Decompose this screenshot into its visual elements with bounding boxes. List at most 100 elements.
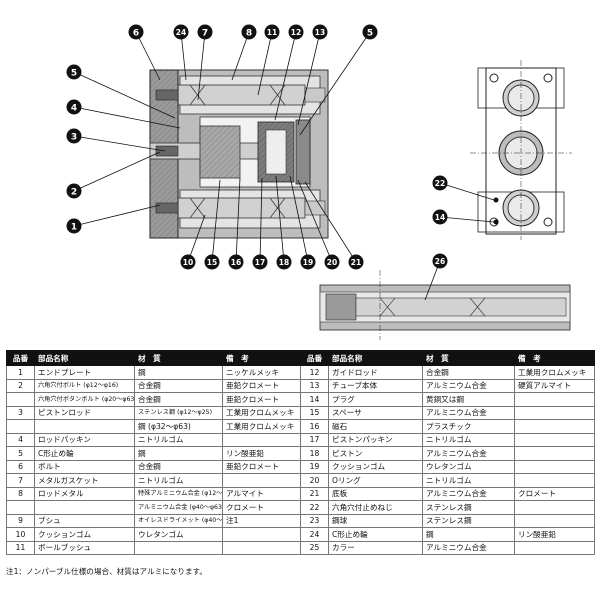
svg-text:17: 17 <box>255 258 265 267</box>
svg-text:20: 20 <box>327 258 337 267</box>
svg-text:16: 16 <box>231 258 241 267</box>
table-cell-no: 11 <box>6 540 35 555</box>
svg-text:24: 24 <box>176 28 186 37</box>
table-cell-no: 18 <box>300 446 329 461</box>
table-cell-remarks <box>222 540 301 555</box>
table-header-row: 品番 部品名称 材 質 備 考 品番 部品名称 材 質 備 考 <box>6 350 595 366</box>
footnote: 注1：ノンパーブル仕様の場合、材質はアルミになります。 <box>6 567 207 576</box>
table-cell-material: ステンレス鋼 (φ12〜φ25) <box>134 405 223 420</box>
table-cell-no: 24 <box>300 527 329 542</box>
table-cell-remarks <box>514 500 595 515</box>
detail-view <box>319 270 571 340</box>
callout-15: 15 <box>204 254 220 270</box>
table-cell-name: ボルト <box>34 459 135 474</box>
table-cell-no: 8 <box>6 486 35 501</box>
bottom-plate <box>295 119 311 185</box>
table-cell-material: ニトリルゴム <box>134 432 223 447</box>
callout-10: 10 <box>180 254 196 270</box>
table-cell-name: ピストンパッキン <box>328 432 423 447</box>
table-cell-material: 鋼 <box>134 446 223 461</box>
svg-text:5: 5 <box>71 69 77 79</box>
table-cell-name: 六角穴付止めねじ <box>328 500 423 515</box>
table-cell-name: 底板 <box>328 486 423 501</box>
table-cell-name: C形止め輪 <box>328 527 423 542</box>
table-cell-remarks <box>514 513 595 528</box>
table-cell-name: ブシュ <box>34 513 135 528</box>
table-cell-material <box>134 540 223 555</box>
table-cell-no: 25 <box>300 540 329 555</box>
table-cell-remarks <box>222 527 301 542</box>
table-cell-remarks: 亜鉛クロメート <box>222 378 301 393</box>
header-remarks: 備 考 <box>222 350 301 366</box>
table-cell-no <box>6 500 35 515</box>
table-cell-no: 16 <box>300 419 329 434</box>
table-cell-material: 黄銅又は鋼 <box>422 392 515 407</box>
svg-text:11: 11 <box>267 28 277 37</box>
table-cell-remarks <box>514 392 595 407</box>
table-cell-material: 特殊アルミニウム合金 (φ12〜φ32) <box>134 486 223 501</box>
table-cell-no: 3 <box>6 405 35 420</box>
callout-17: 17 <box>252 254 268 270</box>
svg-text:1: 1 <box>71 223 77 233</box>
table-cell-remarks: 注1 <box>222 513 301 528</box>
svg-text:4: 4 <box>71 104 77 114</box>
svg-text:3: 3 <box>71 133 77 143</box>
table-cell-remarks <box>514 419 595 434</box>
table-cell-material: アルミニウム合金 (φ40〜φ63) <box>134 500 223 515</box>
table-cell-material: ニトリルゴム <box>134 473 223 488</box>
table-cell-no <box>6 419 35 434</box>
table-cell-remarks: 亜鉛クロメート <box>222 392 301 407</box>
table-cell-material: 合金鋼 <box>422 365 515 380</box>
table-cell-remarks <box>514 473 595 488</box>
table-cell-name: ピストン <box>328 446 423 461</box>
callout-6: 6 <box>128 24 144 40</box>
svg-text:5: 5 <box>367 29 373 39</box>
callout-8: 8 <box>241 24 257 40</box>
callout-14: 14 <box>432 209 448 225</box>
table-cell-name: メタルガスケット <box>34 473 135 488</box>
table-cell-no: 19 <box>300 459 329 474</box>
table-cell-material: プラスチック <box>422 419 515 434</box>
table-cell-name: クッションゴム <box>34 527 135 542</box>
guide-rod-bottom <box>159 197 306 219</box>
table-cell-no: 1 <box>6 365 35 380</box>
table-cell-material: ステンレス鋼 <box>422 500 515 515</box>
svg-text:7: 7 <box>202 29 208 39</box>
table-cell-no: 7 <box>6 473 35 488</box>
table-cell-material: 合金鋼 <box>134 459 223 474</box>
table-cell-no: 23 <box>300 513 329 528</box>
svg-text:21: 21 <box>351 258 361 267</box>
table-cell-no: 2 <box>6 378 35 393</box>
table-cell-material: オイレスドライメット (φ40〜φ63) <box>134 513 223 528</box>
callout-7: 7 <box>197 24 213 40</box>
table-cell-no: 20 <box>300 473 329 488</box>
table-cell-material: アルミニウム合金 <box>422 486 515 501</box>
table-cell-no: 17 <box>300 432 329 447</box>
table-cell-remarks: クロメート <box>222 500 301 515</box>
svg-text:26: 26 <box>435 257 445 266</box>
header-no: 品番 <box>6 350 35 366</box>
svg-text:10: 10 <box>183 258 193 267</box>
header-name: 部品名称 <box>34 350 135 366</box>
table-cell-material: アルミニウム合金 <box>422 446 515 461</box>
table-cell-material: アルミニウム合金 <box>422 378 515 393</box>
table-cell-no: 21 <box>300 486 329 501</box>
table-cell-name: ガイドロッド <box>328 365 423 380</box>
callout-26: 26 <box>432 253 448 269</box>
table-cell-material: アルミニウム合金 <box>422 540 515 555</box>
callout-2: 2 <box>66 183 82 199</box>
table-cell-material: ステンレス鋼 <box>422 513 515 528</box>
table-cell-name: C形止め輪 <box>34 446 135 461</box>
callout-13: 13 <box>312 24 328 40</box>
callout-20: 20 <box>324 254 340 270</box>
table-cell-material: 鋼 (φ32〜φ63) <box>134 419 223 434</box>
header-no: 品番 <box>300 350 329 366</box>
